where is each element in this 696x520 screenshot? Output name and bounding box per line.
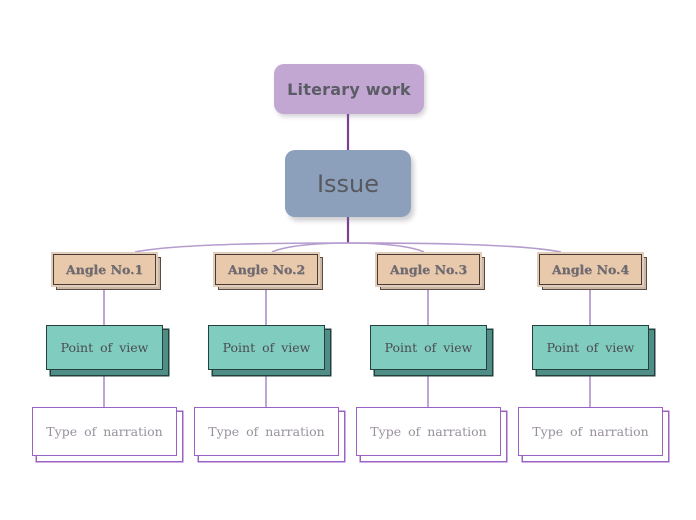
node-point-of-view-4[interactable]: Point of view [532,325,649,370]
node-point-of-view-1[interactable]: Point of view [46,325,163,370]
node-point-of-view-2[interactable]: Point of view [208,325,325,370]
node-type-of-narration-3-label: Type of narration [370,424,487,439]
node-angle-1-label: Angle No.1 [65,262,144,277]
edge-hub-to-angle-4 [347,242,562,253]
node-type-of-narration-1[interactable]: Type of narration [32,407,177,456]
node-type-of-narration-1-label: Type of narration [46,424,163,439]
node-point-of-view-3-label: Point of view [384,340,473,355]
node-type-of-narration-2-label: Type of narration [208,424,325,439]
node-type-of-narration-4[interactable]: Type of narration [518,407,663,456]
node-angle-3[interactable]: Angle No.3 [375,252,482,287]
edge-hub-to-angle-2 [271,242,349,253]
node-literary-work-label: Literary work [287,79,411,99]
node-issue-label: Issue [316,169,380,198]
node-issue[interactable]: Issue [285,150,411,217]
node-angle-2[interactable]: Angle No.2 [213,252,320,287]
node-angle-3-label: Angle No.3 [389,262,468,277]
node-angle-4-label: Angle No.4 [551,262,630,277]
node-literary-work[interactable]: Literary work [274,64,424,114]
edge-hub-to-angle-1 [134,242,349,253]
node-point-of-view-2-label: Point of view [222,340,311,355]
node-type-of-narration-3[interactable]: Type of narration [356,407,501,456]
node-point-of-view-3[interactable]: Point of view [370,325,487,370]
node-angle-4[interactable]: Angle No.4 [537,252,644,287]
node-type-of-narration-4-label: Type of narration [532,424,649,439]
node-angle-1[interactable]: Angle No.1 [51,252,158,287]
node-type-of-narration-2[interactable]: Type of narration [194,407,339,456]
node-angle-2-label: Angle No.2 [227,262,306,277]
edge-hub-to-angle-3 [347,242,425,253]
node-point-of-view-1-label: Point of view [60,340,149,355]
node-point-of-view-4-label: Point of view [546,340,635,355]
